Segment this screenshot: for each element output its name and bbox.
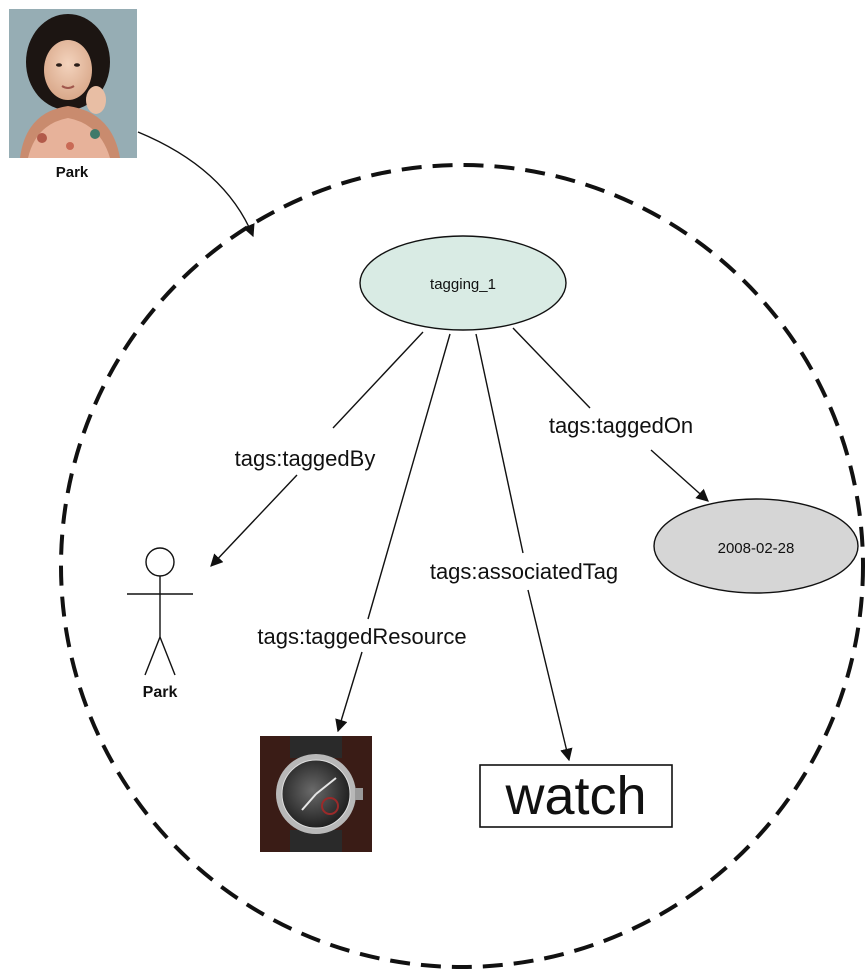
edge-label-tagged-by: tags:taggedBy — [235, 446, 376, 471]
tag-box-label: watch — [504, 766, 646, 826]
edge-label-tagged-resource: tags:taggedResource — [257, 624, 466, 649]
person-photo — [9, 9, 137, 158]
person-stick-figure-icon — [127, 547, 193, 676]
date-node-label: 2008-02-28 — [718, 540, 795, 557]
edge-associated-tag — [475, 333, 573, 762]
photo-to-graph-arrow — [137, 131, 255, 238]
person-photo-name: Park — [56, 164, 89, 181]
named-graph-boundary — [59, 163, 865, 969]
watch-photo — [260, 736, 372, 852]
tagging-node — [359, 235, 567, 331]
edge-tagged-resource — [335, 333, 451, 733]
stick-figure-name: Park — [143, 684, 178, 701]
tagging-node-label: tagging_1 — [430, 276, 496, 293]
edge-label-associated-tag: tags:associatedTag — [430, 559, 618, 584]
date-node — [653, 498, 859, 594]
edge-label-tagged-on: tags:taggedOn — [549, 413, 693, 438]
edge-tagged-on — [512, 327, 709, 502]
edge-tagged-by — [210, 331, 424, 567]
tag-box — [479, 764, 673, 828]
